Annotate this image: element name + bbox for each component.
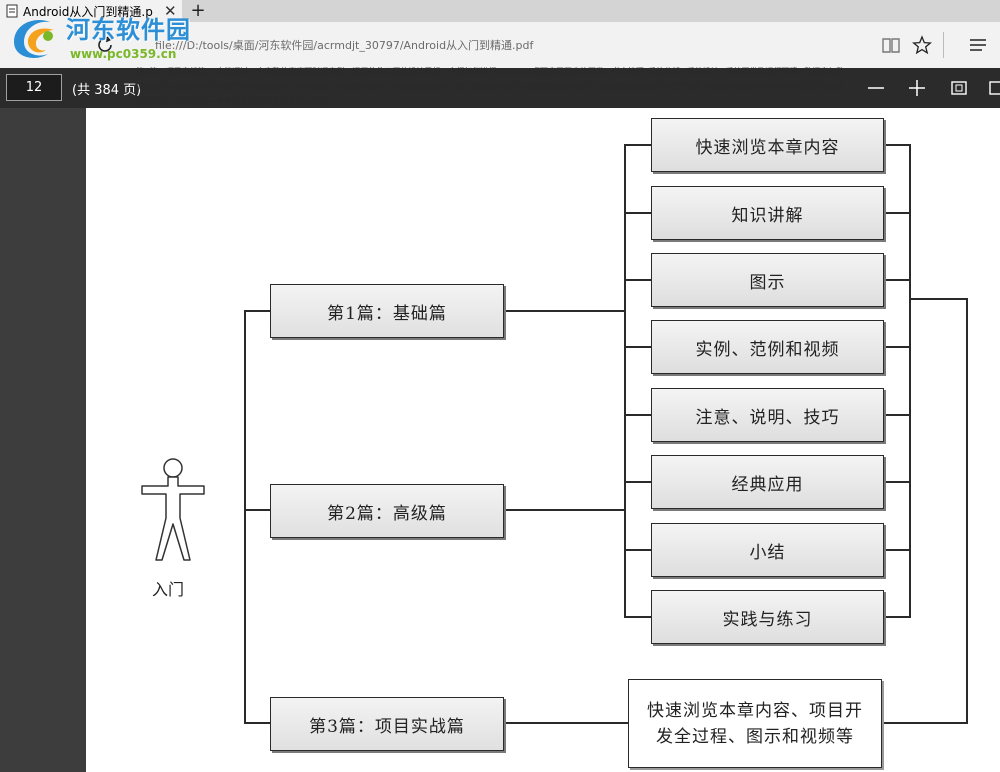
page-intro-text: 第3篇：项目实战篇。 本篇通过一个完整的家庭理财通实例，运用软件工程的设计思想，… — [136, 64, 976, 109]
connector — [884, 279, 911, 281]
refresh-icon[interactable] — [96, 36, 114, 54]
connector — [624, 346, 651, 348]
part-box-advanced: 第2篇：高级篇 — [270, 484, 504, 538]
favorite-star-icon[interactable] — [912, 35, 932, 55]
fit-page-icon[interactable] — [948, 77, 970, 99]
pdf-viewer[interactable]: 入门 第1篇：基础篇 — [0, 108, 1000, 772]
intro-line: 进行介绍，带领读者一步步亲身体验开发项目的全过程。 — [136, 97, 336, 106]
feature-box: 小结 — [651, 523, 884, 577]
page-number-input[interactable]: 12 — [6, 74, 62, 101]
connector — [624, 212, 651, 214]
connector — [244, 509, 270, 511]
connector — [504, 310, 626, 312]
connector — [624, 481, 651, 483]
new-tab-button[interactable]: + — [190, 0, 206, 21]
zoom-out-icon[interactable] — [865, 77, 887, 99]
part-box-project: 第3篇：项目实战篇 — [270, 697, 504, 751]
feature-box: 经典应用 — [651, 455, 884, 509]
hub-menu-icon[interactable] — [968, 35, 988, 55]
tab-close-icon[interactable]: ✕ — [164, 1, 177, 20]
watermark-logo: 河东软件园 www.pc0359.cn — [4, 6, 214, 66]
address-bar: file:///D:/tools/桌面/河东软件园/acrmdjt_30797/… — [0, 22, 1000, 68]
pdf-file-icon — [6, 4, 18, 18]
pdf-page: 入门 第1篇：基础篇 — [86, 108, 1000, 772]
connector — [244, 310, 246, 724]
connector — [884, 144, 911, 146]
connector — [624, 144, 626, 618]
watermark-url: www.pc0359.cn — [70, 47, 177, 61]
connector — [504, 509, 626, 511]
toolbar-divider — [943, 32, 944, 58]
connector — [504, 722, 628, 724]
rotate-icon[interactable] — [986, 77, 1000, 99]
feature-box: 图示 — [651, 253, 884, 307]
connector — [884, 414, 911, 416]
connector — [884, 616, 911, 618]
tab-title: Android从入门到精通.p — [23, 4, 153, 19]
site-logo-icon — [14, 20, 54, 58]
zoom-in-icon[interactable] — [906, 77, 928, 99]
part-box-basic: 第1篇：基础篇 — [270, 284, 504, 338]
viewer-gutter — [0, 108, 86, 772]
feature-box: 快速浏览本章内容 — [651, 118, 884, 172]
root-label: 入门 — [152, 580, 185, 599]
intro-line: 第3篇：项目实战篇。 本篇通过一个完整的家庭理财通实例，运用软件工程的设计思想，… — [136, 67, 845, 76]
connector — [884, 212, 911, 214]
feature-box: 知识讲解 — [651, 186, 884, 240]
connector — [884, 346, 911, 348]
connector — [244, 722, 270, 724]
page-total-label: (共 384 页) — [72, 83, 142, 98]
connector — [624, 616, 651, 618]
project-feature-line: 快速浏览本章内容、项目开 — [647, 700, 863, 721]
person-icon — [141, 458, 205, 561]
intro-line: 据表设计→创建项目→系统文件夹组织结构→公共类设计→登录模块设计→系统主窗体设计… — [136, 82, 843, 91]
reading-view-icon[interactable] — [881, 35, 901, 55]
connector — [624, 144, 651, 146]
feature-box: 注意、说明、技巧 — [651, 388, 884, 442]
feature-box: 实例、范例和视频 — [651, 320, 884, 374]
tab-bar: Android从入门到精通.p ✕ + — [0, 0, 1000, 22]
pdf-toolbar: 12 (共 384 页) — [0, 68, 1000, 108]
connector — [882, 722, 968, 724]
connector — [909, 298, 967, 300]
tab-active[interactable]: Android从入门到精通.p ✕ — [0, 0, 182, 22]
connector — [909, 144, 911, 618]
connector — [624, 414, 651, 416]
url-field[interactable]: file:///D:/tools/桌面/河东软件园/acrmdjt_30797/… — [155, 39, 534, 52]
feature-box: 实践与练习 — [651, 590, 884, 644]
watermark-name: 河东软件园 — [66, 15, 191, 44]
connector — [884, 481, 911, 483]
project-feature-line: 发全过程、图示和视频等 — [656, 726, 854, 747]
connector — [244, 310, 270, 312]
project-feature-box: 快速浏览本章内容、项目开 发全过程、图示和视频等 — [628, 679, 882, 768]
connector — [966, 298, 968, 724]
connector — [884, 549, 911, 551]
connector — [624, 549, 651, 551]
connector — [624, 279, 651, 281]
